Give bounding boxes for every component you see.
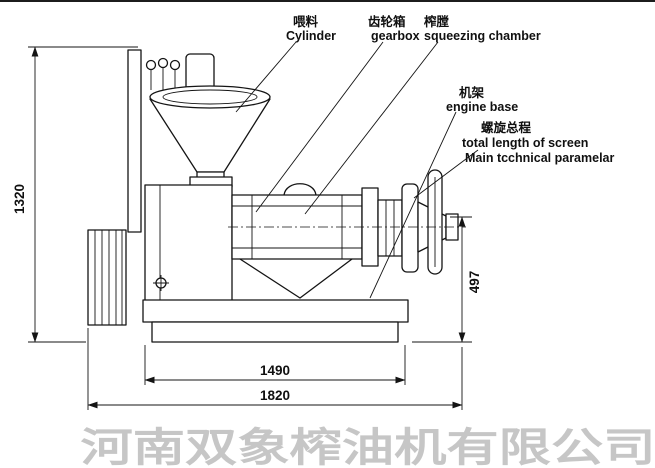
pulley-grooves [94, 230, 123, 325]
chamber-cage-lines [232, 195, 362, 259]
label-base-zh: 机架 [459, 85, 485, 100]
hopper-rim-inner [162, 89, 258, 105]
label-gearbox-zh: 齿轮箱 [368, 14, 406, 29]
support-column [127, 49, 142, 233]
hopper-funnel [149, 98, 271, 173]
leader-feed [235, 41, 297, 113]
label-feed-zh: 喂料 [293, 14, 319, 29]
dim-outlet-height: 497 [412, 216, 482, 343]
machine [87, 49, 466, 343]
engine-base-frame [142, 258, 409, 343]
gearbox-body [144, 176, 233, 305]
chamber-handle [283, 183, 317, 196]
part-labels: 喂料 Cylinder 齿轮箱 gearbox 榨膛 squeezing cha… [286, 14, 615, 165]
squeezing-chamber-body [231, 183, 363, 260]
dim-overall-height: 1320 [12, 46, 138, 343]
label-screw-zh: 螺旋总程 [481, 120, 532, 135]
dimensions: 1320 497 1490 1820 [12, 46, 482, 410]
leader-chamber [304, 41, 439, 215]
leader-gearbox [255, 41, 384, 213]
dim-overall-length: 1820 [87, 328, 463, 410]
belt-pulley [87, 229, 127, 326]
label-screw-en: total length of screen [462, 136, 588, 150]
leader-base [369, 111, 457, 299]
base-rail [142, 299, 409, 323]
label-chamber-en: squeezing chamber [424, 29, 541, 43]
dim-value-497: 497 [467, 271, 482, 294]
dim-value-1820: 1820 [260, 388, 290, 403]
bolt-head-icon [169, 59, 181, 71]
dim-value-1320: 1320 [12, 184, 27, 214]
ext-lines [87, 328, 463, 410]
bolt-stems [150, 67, 176, 90]
label-feed-en: Cylinder [286, 29, 336, 43]
bolt-head-icon [145, 59, 157, 71]
leader-lines [235, 41, 479, 299]
watermark-company-name: 河南双象榨油机有限公司 [81, 426, 655, 468]
hopper-bolts [145, 57, 181, 90]
dim-value-1490: 1490 [260, 363, 290, 378]
drain-plug-cross [153, 275, 169, 291]
label-base-en: engine base [446, 100, 518, 114]
hopper-rim [149, 85, 271, 109]
bolt-head-icon [157, 57, 169, 69]
leader-screw [413, 149, 479, 199]
ribbed-sleeve [377, 199, 403, 257]
base-plate [151, 321, 399, 343]
oil-chute [239, 258, 353, 299]
dim-inner-length: 1490 [144, 345, 406, 385]
pulley-body [87, 229, 127, 326]
label-chamber-zh: 榨膛 [423, 14, 450, 29]
label-main-parameter: Main tcchnical paramelar [465, 151, 615, 165]
screw-shaft-assembly [361, 169, 459, 275]
label-gearbox-en: gearbox [371, 29, 420, 43]
